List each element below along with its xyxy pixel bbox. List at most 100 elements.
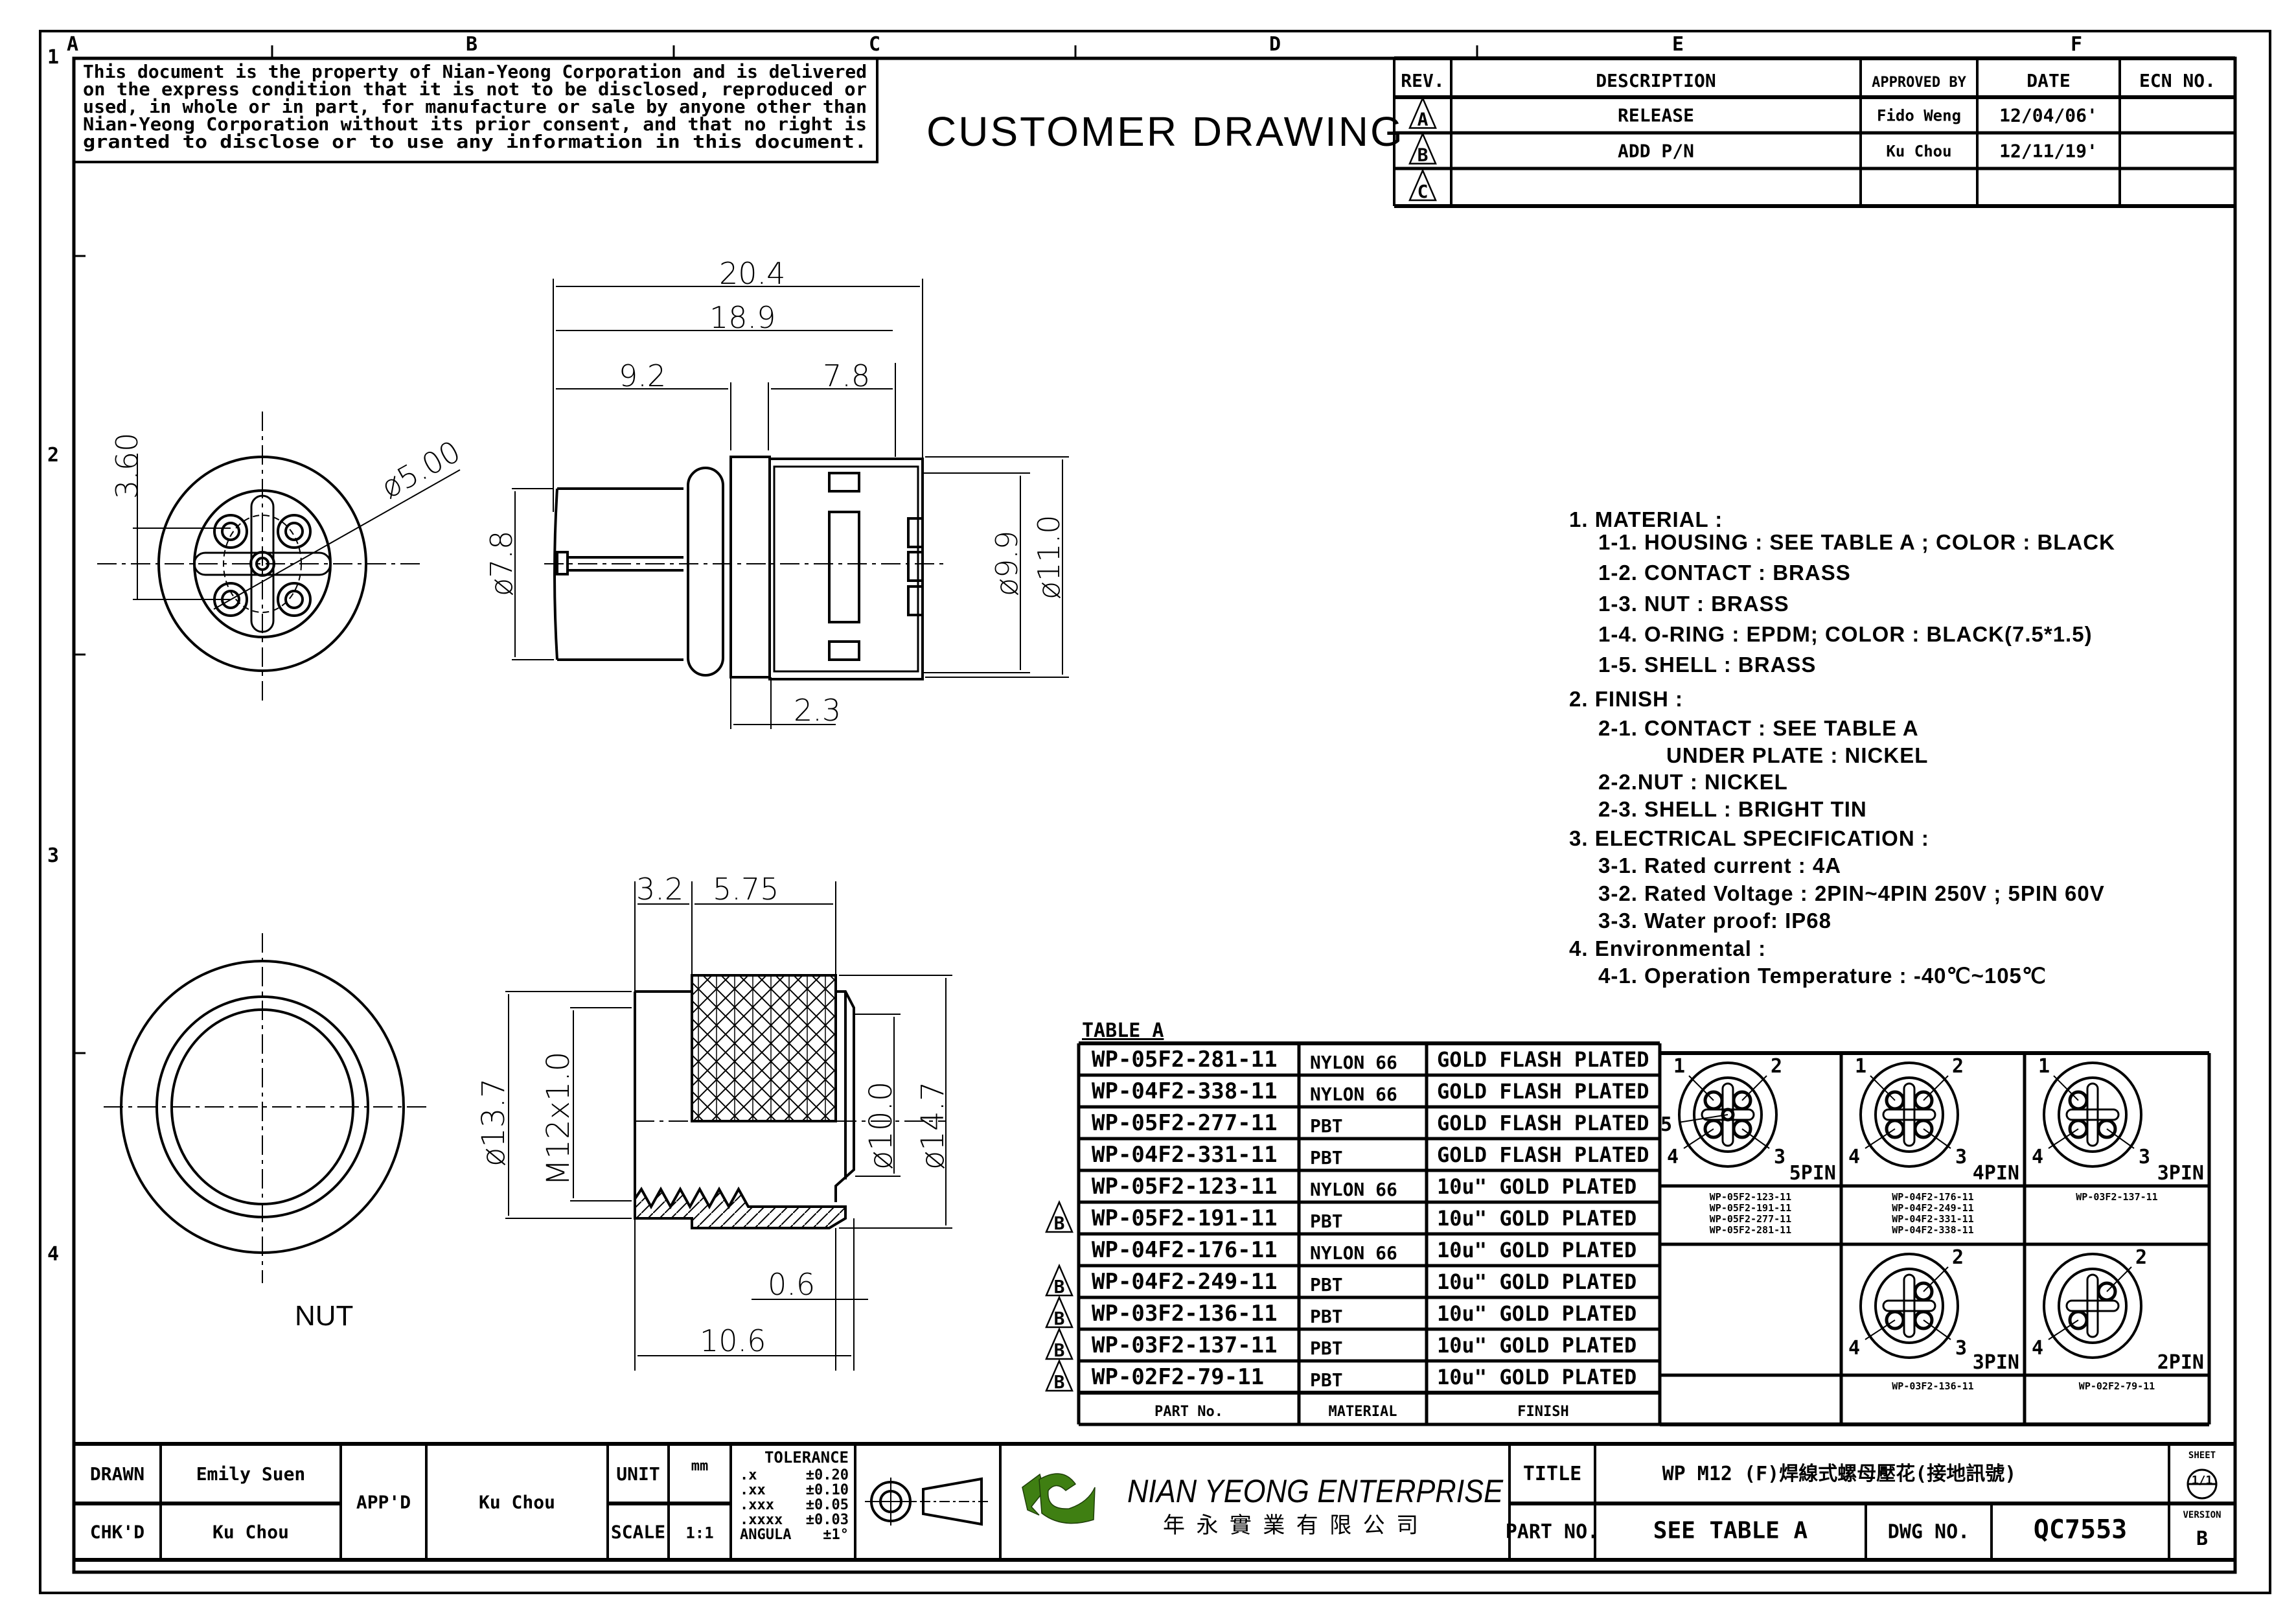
pin-count-label: 4PIN — [1973, 1162, 2019, 1185]
pin-layout-part: WP-02F2-79-11 — [2079, 1380, 2155, 1392]
key-vertical — [1903, 1273, 1916, 1338]
part-number: WP-03F2-137-11 — [1092, 1332, 1278, 1358]
note-line: 1-2. CONTACT : BRASS — [1598, 561, 1851, 585]
revision-letter: B — [1054, 1276, 1065, 1297]
inner-frame — [72, 56, 2237, 1574]
revision-letter: C — [1418, 181, 1429, 202]
tolerance-key: .xxx — [740, 1497, 774, 1513]
dim-10-6: 10.6 — [700, 1323, 766, 1358]
scale-label: SCALE — [611, 1522, 665, 1543]
key-horizontal — [1882, 1108, 1936, 1121]
finish: GOLD FLASH PLATED — [1437, 1047, 1649, 1072]
key-horizontal — [2065, 1108, 2120, 1121]
rule-line — [1865, 1319, 1896, 1340]
part-number: WP-02F2-79-11 — [1092, 1364, 1264, 1390]
note-line: 3-2. Rated Voltage : 2PIN~4PIN 250V ; 5P… — [1598, 881, 2105, 905]
pin-contact-icon — [2096, 1281, 2117, 1302]
rule-line — [2048, 1319, 2079, 1340]
pin-layout-part: WP-05F2-277-11 — [1710, 1213, 1791, 1225]
table-a-header: MATERIAL — [1329, 1404, 1397, 1420]
scale-value: 1:1 — [685, 1524, 713, 1542]
rule-line — [2106, 1128, 2135, 1149]
rule-line — [1923, 1266, 1949, 1292]
pin-number: 1 — [1673, 1055, 1685, 1078]
revision-a-icon: A — [1408, 96, 1437, 130]
title-value: WP M12 (F)焊線式螺母壓花(接地訊號) — [1662, 1463, 2017, 1485]
disclaimer-line: This document is the property of Nian-Ye… — [83, 61, 867, 82]
rev-header: REV. — [1401, 70, 1444, 91]
tolerance-key: .xx — [740, 1482, 766, 1498]
part-number: WP-04F2-338-11 — [1092, 1078, 1278, 1104]
revision-b-icon: B — [1045, 1358, 1073, 1393]
pin-contact-icon — [1885, 1119, 1905, 1139]
drawn-label: DRAWN — [90, 1463, 144, 1485]
approved-label: APP'D — [356, 1492, 411, 1513]
rule-line — [1923, 1319, 1951, 1340]
key-vertical — [1903, 1082, 1916, 1147]
pin-number: 3 — [1955, 1337, 1967, 1360]
tolerance-key: .xxxx — [740, 1512, 783, 1528]
finish: GOLD FLASH PLATED — [1437, 1079, 1649, 1104]
dim-dia-11-0: ø11.0 — [1031, 515, 1066, 599]
zone-col-b: B — [466, 33, 477, 56]
pin-number: 3 — [1774, 1146, 1785, 1168]
rule-line — [2048, 1128, 2079, 1149]
version-value: B — [2196, 1527, 2208, 1550]
dim-18-9: 18.9 — [709, 300, 775, 335]
pin-number: 3 — [1955, 1146, 1967, 1168]
part-number: WP-05F2-123-11 — [1092, 1174, 1278, 1200]
zone-col-c: C — [869, 33, 880, 56]
unit-label: UNIT — [616, 1463, 660, 1485]
pin-count-label: 2PIN — [2157, 1351, 2204, 1374]
material: PBT — [1310, 1369, 1343, 1391]
revision-c-icon: C — [1408, 168, 1437, 202]
pin-contact-icon — [1703, 1119, 1724, 1139]
disclaimer-line: Nian-Yeong Corporation without its prior… — [83, 113, 867, 135]
revision-letter: B — [1054, 1371, 1065, 1393]
table-a-header: PART No. — [1154, 1404, 1223, 1420]
checked-label: CHK'D — [90, 1522, 144, 1543]
tolerance-value: ±1° — [823, 1527, 849, 1543]
shell-outline — [1859, 1253, 1959, 1359]
rule-line — [1865, 1128, 1896, 1149]
pin-contact-icon — [2068, 1119, 2089, 1139]
finish: 10u" GOLD PLATED — [1437, 1333, 1636, 1358]
rule-line — [1741, 1128, 1770, 1149]
key-vertical — [2086, 1273, 2099, 1338]
pin-number: 4 — [1848, 1337, 1860, 1360]
side-view — [512, 279, 1069, 729]
dim-20-4: 20.4 — [719, 256, 785, 291]
note-line: 2. FINISH : — [1569, 687, 1683, 711]
tolerance-title: TOLERANCE — [764, 1448, 849, 1467]
part-number: WP-05F2-277-11 — [1092, 1110, 1278, 1136]
zone-col-e: E — [1672, 33, 1684, 56]
insert-outline — [2058, 1268, 2128, 1344]
pin-number: 4 — [2032, 1146, 2043, 1168]
rev-date: 12/11/19' — [1999, 141, 2098, 162]
dim-dia-5-00: ø5.00 — [375, 434, 466, 505]
note-line: 2-3. SHELL : BRIGHT TIN — [1598, 797, 1867, 821]
revision-b-icon: B — [1045, 1295, 1073, 1329]
disclaimer-line: used, in whole or in part, for manufactu… — [83, 96, 867, 117]
pin-layout-part: WP-05F2-281-11 — [1710, 1224, 1791, 1236]
material: NYLON 66 — [1310, 1242, 1397, 1264]
rev-date: 12/04/06' — [1999, 105, 2098, 126]
dim-3-2: 3.2 — [636, 872, 683, 907]
tolerance-value: ±0.20 — [806, 1467, 849, 1483]
note-line: 1-5. SHELL : BRASS — [1598, 653, 1816, 677]
notes: 1. MATERIAL :1-1. HOUSING : SEE TABLE A … — [1569, 507, 2115, 988]
drawing-title: CUSTOMER DRAWING — [926, 108, 1405, 155]
pin-layout-part: WP-05F2-123-11 — [1710, 1191, 1791, 1203]
tolerance-value: ±0.05 — [806, 1497, 849, 1513]
drawn-value: Emily Suen — [196, 1463, 306, 1485]
note-line: 1-1. HOUSING : SEE TABLE A ; COLOR : BLA… — [1598, 530, 2115, 554]
